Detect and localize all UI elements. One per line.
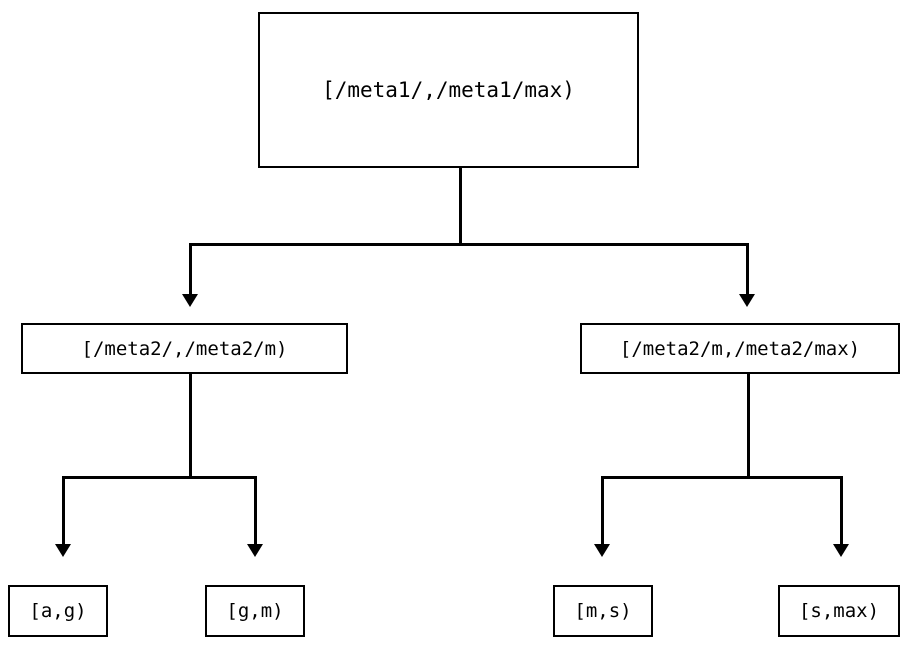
arrowhead-leaf-3-icon [833,544,849,557]
edge-root-stem [459,168,462,245]
arrowhead-leaf-1-icon [247,544,263,557]
edge-mid-left-stem [189,374,192,478]
arrowhead-mid-right-icon [739,294,755,307]
edge-mid-left-to-leaf-1 [254,476,257,546]
tree-node-mid-right[interactable]: [/meta2/m,/meta2/max) [580,323,900,374]
arrowhead-leaf-0-icon [55,544,71,557]
arrowhead-leaf-2-icon [594,544,610,557]
tree-node-mid-left[interactable]: [/meta2/,/meta2/m) [21,323,348,374]
tree-leaf-2[interactable]: [m,s) [553,585,653,637]
tree-leaf-0[interactable]: [a,g) [8,585,108,637]
edge-root-to-mid-left [189,243,192,296]
tree-node-root[interactable]: [/meta1/,/meta1/max) [258,12,639,168]
edge-mid-right-to-leaf-2 [601,476,604,546]
tree-leaf-3[interactable]: [s,max) [778,585,900,637]
arrowhead-mid-left-icon [182,294,198,307]
edge-root-to-mid-right [746,243,749,296]
edge-mid-right-crossbar [601,476,843,479]
edge-mid-right-to-leaf-3 [840,476,843,546]
tree-leaf-1[interactable]: [g,m) [205,585,305,637]
edge-mid-left-crossbar [62,476,257,479]
edge-root-crossbar [189,243,749,246]
edge-mid-left-to-leaf-0 [62,476,65,546]
edge-mid-right-stem [747,374,750,478]
